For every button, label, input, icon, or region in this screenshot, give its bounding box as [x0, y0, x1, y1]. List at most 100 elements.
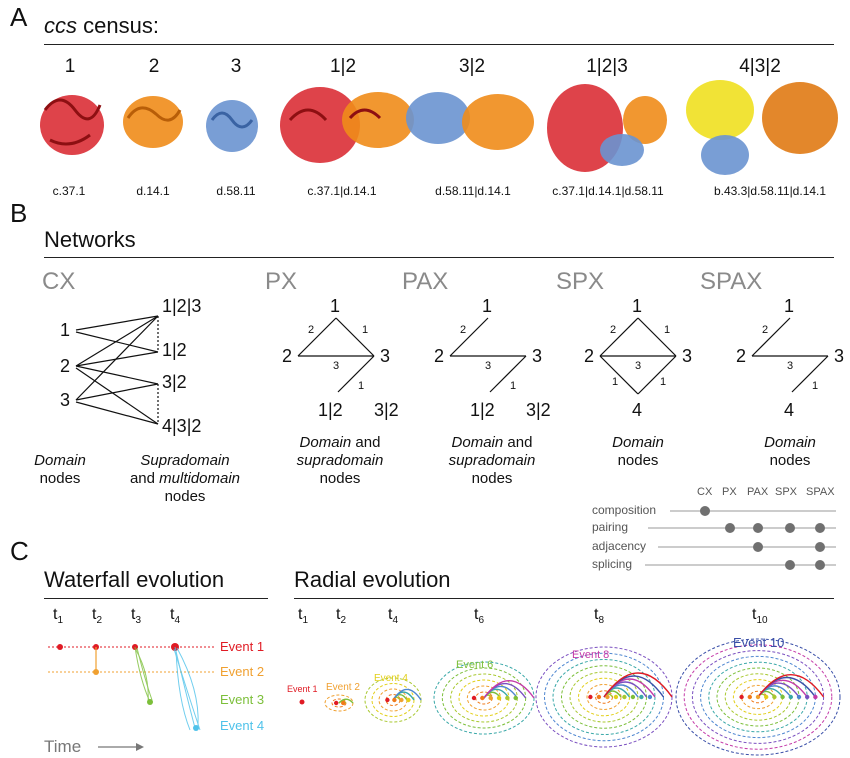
spax-node-2: 2: [736, 346, 747, 366]
census-title-italic: ccs: [44, 13, 77, 38]
radial-node-1-2: [399, 697, 404, 703]
census-label-12: 1|2: [329, 56, 357, 77]
waterfall-event-4-lines: [173, 646, 201, 731]
spx-node-4: 4: [632, 400, 643, 420]
radial-node-4-7: [796, 694, 802, 700]
radial-node-3-5: [630, 694, 636, 700]
panel-c-letter: C: [10, 536, 29, 566]
radial-arc-3-8: [603, 672, 673, 698]
waterfall-event-3-label: Event 3: [220, 692, 265, 707]
spx-edge-3: 3: [635, 360, 642, 372]
panel-a-letter: A: [10, 2, 28, 32]
spx-edges: [599, 317, 677, 395]
pax-edge-3: 3: [485, 360, 492, 372]
spax-edge-3: 3: [787, 360, 794, 372]
wf-time-1: t1: [53, 606, 64, 627]
radial-node-1-3: [406, 697, 411, 703]
radial-node-0-0: [334, 700, 339, 706]
census-title: ccs census:: [44, 13, 159, 39]
spax-node-4: 4: [784, 400, 795, 420]
waterfall-title: Waterfall evolution: [44, 567, 225, 592]
radial-time-2: t2: [336, 606, 347, 627]
radial-node-2-4: [505, 695, 510, 701]
radial-event-8-label: Event 8: [572, 649, 610, 661]
spax-node-3: 3: [834, 346, 845, 366]
pax-node-2: 2: [434, 346, 445, 366]
radial-node-4-6: [788, 694, 793, 700]
census-label-123: 1|2|3: [586, 56, 628, 77]
legend-row-composition: composition: [592, 503, 657, 517]
radial-node-3-3: [613, 694, 619, 700]
legend-row-adjacency: adjacency: [592, 539, 647, 553]
census-rule: [44, 44, 834, 45]
radial-time-10: t10: [752, 606, 768, 627]
pax-edge-1: 1: [510, 380, 517, 392]
wf-time-3: t3: [131, 606, 142, 627]
px-node-1: 1: [330, 296, 341, 316]
protein-12-structure: [280, 87, 414, 163]
radial-node-1-0: [385, 697, 390, 703]
panel-b-letter: B: [10, 198, 28, 228]
legend-dot-composition-0: [700, 506, 710, 516]
radial-node-2-5: [513, 695, 518, 701]
legend-dot-splicing-4: [815, 560, 825, 570]
radial-node-2-3: [496, 695, 502, 701]
census-code-2: d.14.1: [136, 184, 170, 198]
legend-dot-adjacency-4: [815, 542, 825, 552]
px-node-3: 3: [380, 346, 391, 366]
legend-dot-splicing-3: [785, 560, 795, 570]
radial-arc-4-8: [757, 674, 825, 698]
pax-node-1: 1: [482, 296, 493, 316]
waterfall-rule: [44, 598, 268, 599]
cx-node-432: 4|3|2: [162, 416, 202, 436]
radial-time-1: t1: [298, 606, 309, 627]
spx-node-2: 2: [584, 346, 595, 366]
protein-3-structure: [206, 100, 258, 152]
legend-row-pairing: pairing: [592, 520, 629, 534]
radial-arc-2-6: [483, 680, 535, 699]
net-title-spax: SPAX: [700, 268, 763, 295]
px-edge-1: 1: [362, 324, 369, 336]
pax-edges: [449, 317, 527, 393]
spx-edge-1: 1: [664, 324, 671, 336]
cx-node-32: 3|2: [162, 372, 187, 392]
radial-node-3-0: [588, 694, 593, 700]
census-label-2: 2: [148, 56, 160, 77]
spx-edge-1c: 1: [660, 376, 667, 388]
census-label-32: 3|2: [458, 56, 486, 77]
legend-dot-pairing-2: [753, 523, 763, 533]
legend-col-pax: PAX: [747, 486, 769, 498]
legend-dots: [645, 506, 836, 570]
px-node-12: 1|2: [318, 400, 343, 420]
legend-col-spax: SPAX: [806, 486, 835, 498]
radial-node-4-3: [764, 694, 769, 700]
census-code-1: c.37.1: [52, 184, 86, 198]
census-title-rest: census:: [77, 13, 159, 38]
time-axis-label: Time: [44, 737, 82, 756]
radial-ring-4-8: [691, 650, 825, 744]
cx-node-123: 1|2|3: [162, 296, 202, 316]
networks-title: Networks: [44, 227, 136, 252]
protein-structures: [40, 80, 838, 175]
radial-node-0-1: [341, 700, 346, 706]
legend-col-cx: CX: [697, 486, 713, 498]
census-code-432: b.43.3|d.58.11|d.14.1: [713, 184, 827, 198]
census-label-3: 3: [230, 56, 242, 77]
radial-node-3-4: [622, 694, 627, 700]
legend-dot-pairing-3: [785, 523, 795, 533]
radial-node-4-5: [780, 694, 785, 700]
radial-node-3-6: [639, 694, 644, 700]
wf-time-4: t4: [170, 606, 181, 627]
protein-2-structure: [123, 96, 183, 148]
radial-node-4-1: [747, 694, 752, 700]
pax-node-32: 3|2: [526, 400, 551, 420]
radial-event-6-label: Event 6: [456, 659, 494, 671]
waterfall-event-1-label: Event 1: [220, 639, 265, 654]
px-edges: [297, 317, 375, 393]
